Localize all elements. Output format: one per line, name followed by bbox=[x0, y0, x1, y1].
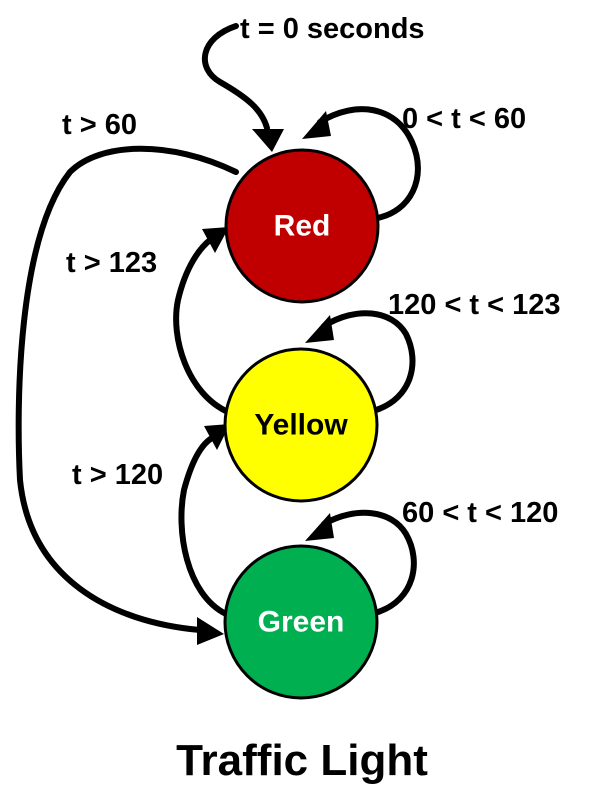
arrowhead-green-to-yellow bbox=[204, 424, 230, 450]
arrowhead-red-to-green bbox=[197, 617, 224, 645]
arrowhead-red-self bbox=[302, 111, 331, 139]
state-yellow: Yellow bbox=[223, 347, 379, 503]
label-yellow-self: 120 < t < 123 bbox=[388, 289, 561, 321]
label-green-self: 60 < t < 120 bbox=[402, 497, 558, 529]
state-red-circle bbox=[224, 148, 380, 304]
state-green-circle bbox=[223, 544, 379, 700]
edge-green-self bbox=[321, 509, 417, 615]
state-red: Red bbox=[224, 148, 380, 304]
arrowhead-initial bbox=[252, 129, 284, 152]
edge-initial bbox=[201, 23, 270, 131]
edge-green-to-yellow bbox=[178, 435, 229, 617]
state-green: Green bbox=[223, 544, 379, 700]
edge-red-self bbox=[317, 106, 421, 221]
label-green-to-yellow: t > 120 bbox=[72, 459, 163, 491]
edge-yellow-to-red bbox=[173, 237, 231, 415]
label-red-self: 0 < t < 60 bbox=[402, 103, 526, 135]
arrowhead-green-self bbox=[305, 513, 334, 541]
label-initial: t = 0 seconds bbox=[240, 13, 425, 45]
diagram-title: Traffic Light bbox=[176, 736, 428, 785]
state-red-label: Red bbox=[274, 210, 331, 243]
state-green-label: Green bbox=[258, 606, 345, 639]
state-yellow-circle bbox=[223, 347, 379, 503]
edge-yellow-self bbox=[321, 310, 416, 413]
label-yellow-to-red: t > 123 bbox=[66, 247, 157, 279]
edge-red-to-green bbox=[15, 145, 239, 633]
arrowhead-yellow-self bbox=[305, 315, 334, 343]
label-red-to-green: t > 60 bbox=[62, 109, 137, 141]
state-yellow-label: Yellow bbox=[254, 409, 348, 442]
arrowhead-yellow-to-red bbox=[202, 227, 229, 253]
